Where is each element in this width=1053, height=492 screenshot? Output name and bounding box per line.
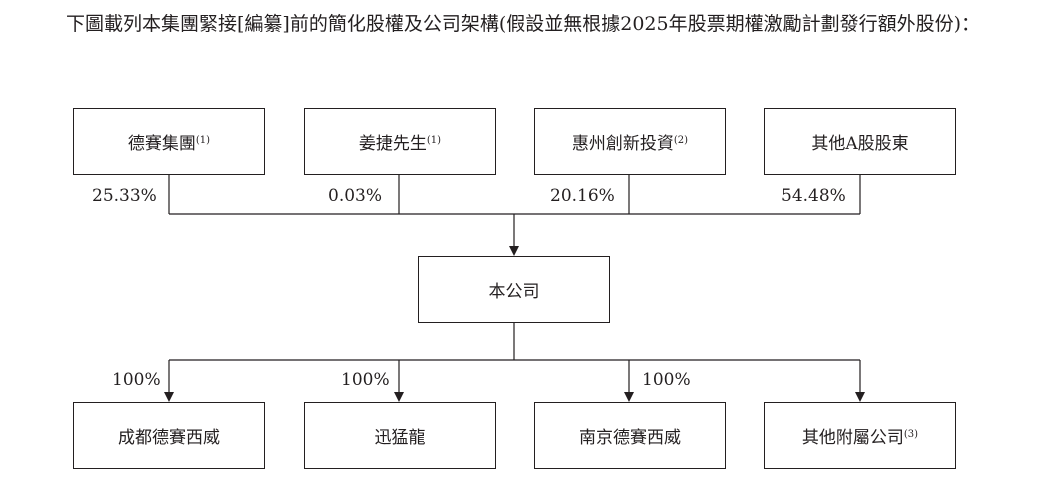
shareholder-box-3: 其他A股股東 [764,108,956,175]
subsidiary-pct: 100% [642,370,691,390]
footnote-ref: (1) [195,135,211,146]
company-name: 本公司 [488,282,540,302]
subsidiary-name: 迅猛龍 [374,428,426,448]
shareholder-box-2: 惠州創新投資(2) [534,108,726,175]
company-box: 本公司 [418,256,610,323]
subsidiary-pct: 100% [112,370,161,390]
shareholder-name: 惠州創新投資 [571,134,674,154]
subsidiary-box-0: 成都德賽西威 [73,402,265,469]
shareholder-name: 其他A股股東 [811,134,909,154]
shareholder-box-0: 德賽集團(1) [73,108,265,175]
intro-text: 下圖載列本集團緊接[編纂]前的簡化股權及公司架構(假設並無根據2025年股票期權… [66,13,981,35]
shareholder-box-1: 姜捷先生(1) [304,108,496,175]
footnote-ref: (2) [673,135,689,146]
shareholding-pct: 0.03% [328,186,383,206]
subsidiary-box-3: 其他附屬公司(3) [764,402,956,469]
shareholding-pct: 54.48% [781,186,846,206]
shareholder-name: 姜捷先生 [358,134,427,154]
subsidiary-pct: 100% [341,370,390,390]
subsidiary-name: 其他附屬公司 [801,428,904,448]
shareholder-name: 德賽集團 [127,134,196,154]
shareholding-pct: 20.16% [550,186,615,206]
subsidiary-name: 成都德賽西威 [118,428,220,448]
subsidiary-box-2: 南京德賽西威 [534,402,726,469]
shareholding-pct: 25.33% [92,186,157,206]
subsidiary-name: 南京德賽西威 [579,428,681,448]
footnote-ref: (3) [903,429,919,440]
subsidiary-box-1: 迅猛龍 [304,402,496,469]
footnote-ref: (1) [426,135,442,146]
